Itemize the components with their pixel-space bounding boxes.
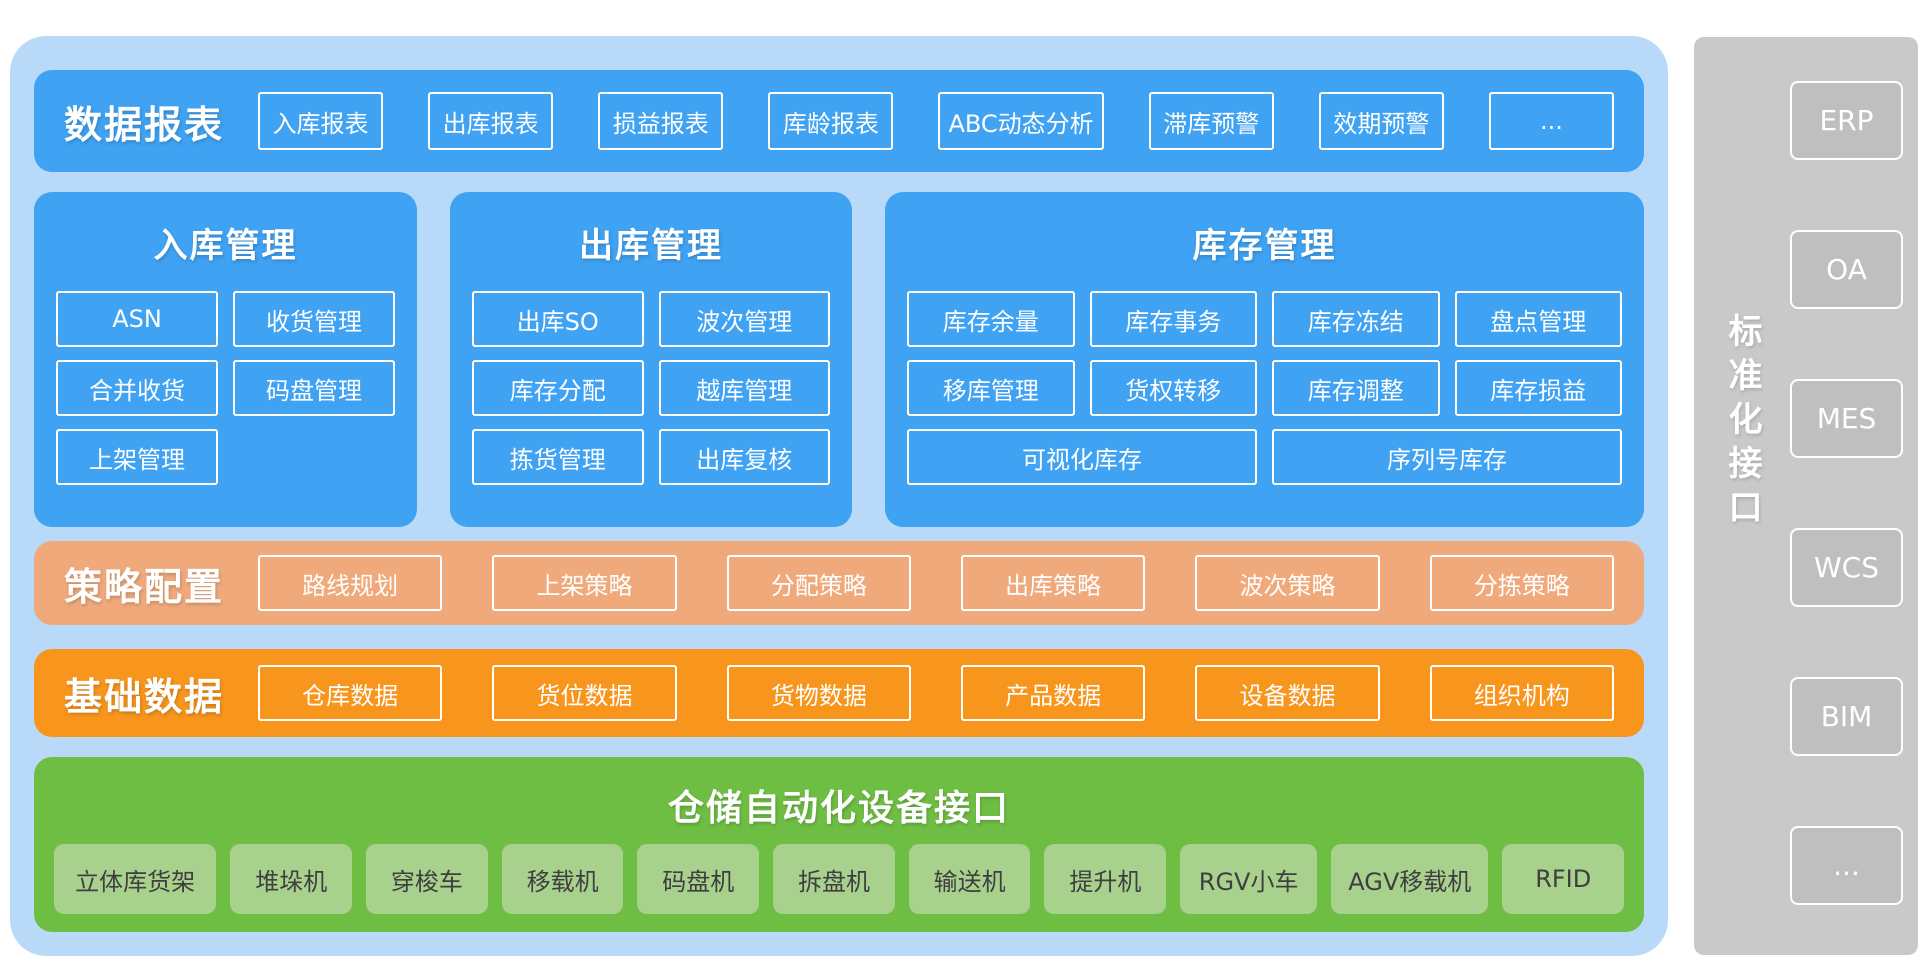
module-box-profit-loss-report: 损益报表 xyxy=(598,92,724,150)
management-panels-row: 入库管理 ASN 收货管理 合并收货 码盘管理 上架管理 出库管理 出库SO 波… xyxy=(34,192,1644,527)
module-box-outbound-so: 出库SO xyxy=(472,291,644,347)
device-box-palletizer: 码盘机 xyxy=(637,844,760,914)
module-box-stock-transaction: 库存事务 xyxy=(1089,291,1257,347)
inbound-panel: 入库管理 ASN 收货管理 合并收货 码盘管理 上架管理 xyxy=(34,192,417,527)
module-box-inbound-report: 入库报表 xyxy=(258,92,384,150)
device-box-stacker-crane: 堆垛机 xyxy=(230,844,353,914)
module-box-stock-profit-loss: 库存损益 xyxy=(1454,360,1622,416)
module-box-picking-mgmt: 拣货管理 xyxy=(472,429,644,485)
outbound-panel-grid: 出库SO 波次管理 库存分配 越库管理 拣货管理 出库复核 xyxy=(472,291,830,485)
interface-box-wcs: WCS xyxy=(1790,528,1903,607)
module-box-stock-freeze: 库存冻结 xyxy=(1272,291,1440,347)
standard-interface-sidebar: 标准化接口 ERP OA MES WCS BIM ... xyxy=(1694,37,1918,955)
module-box-wave-strategy: 波次策略 xyxy=(1195,555,1380,611)
interface-box-more: ... xyxy=(1790,826,1903,905)
module-box-allocation-strategy: 分配策略 xyxy=(726,555,911,611)
module-box-route-planning: 路线规划 xyxy=(258,555,443,611)
device-box-transfer-machine: 移载机 xyxy=(501,844,624,914)
module-box-serial-inventory: 序列号库存 xyxy=(1272,429,1622,485)
module-box-outbound-check: 出库复核 xyxy=(658,429,830,485)
standard-interface-title: 标准化接口 xyxy=(1722,313,1762,533)
module-box-outbound-report: 出库报表 xyxy=(428,92,554,150)
module-box-goods-data: 货物数据 xyxy=(726,665,911,721)
base-data-bar: 基础数据 仓库数据 货位数据 货物数据 产品数据 设备数据 组织机构 xyxy=(34,649,1644,737)
inventory-panel: 库存管理 库存余量 库存事务 库存冻结 盘点管理 移库管理 货权转移 库存调整 … xyxy=(885,192,1644,527)
inventory-panel-grid: 库存余量 库存事务 库存冻结 盘点管理 移库管理 货权转移 库存调整 库存损益 … xyxy=(907,291,1622,485)
module-box-location-data: 货位数据 xyxy=(492,665,677,721)
standard-interface-items: ERP OA MES WCS BIM ... xyxy=(1790,81,1903,905)
device-box-conveyor: 输送机 xyxy=(908,844,1031,914)
automation-interface-title: 仓储自动化设备接口 xyxy=(667,788,1010,829)
automation-device-row: 立体库货架 堆垛机 穿梭车 移载机 码盘机 拆盘机 输送机 提升机 RGV小车 … xyxy=(54,844,1625,914)
device-box-shuttle-car: 穿梭车 xyxy=(366,844,488,914)
module-box-abc-analysis: ABC动态分析 xyxy=(938,92,1104,150)
data-report-title: 数据报表 xyxy=(64,102,225,147)
device-box-hoist: 提升机 xyxy=(1044,844,1167,914)
module-box-product-data: 产品数据 xyxy=(961,665,1146,721)
inbound-panel-grid: ASN 收货管理 合并收货 码盘管理 上架管理 xyxy=(56,291,395,485)
outbound-panel: 出库管理 出库SO 波次管理 库存分配 越库管理 拣货管理 出库复核 xyxy=(450,192,852,527)
module-box-cycle-count: 盘点管理 xyxy=(1454,291,1622,347)
device-box-asrs-rack: 立体库货架 xyxy=(54,844,217,914)
device-box-rgv-cart: RGV小车 xyxy=(1180,844,1318,914)
device-box-rfid: RFID xyxy=(1502,844,1625,914)
base-data-title: 基础数据 xyxy=(64,674,225,719)
outbound-panel-title: 出库管理 xyxy=(579,226,723,266)
module-box-wave-mgmt: 波次管理 xyxy=(658,291,830,347)
module-box-cross-docking: 越库管理 xyxy=(658,360,830,416)
module-box-organization: 组织机构 xyxy=(1429,665,1614,721)
interface-box-mes: MES xyxy=(1790,379,1903,458)
interface-box-erp: ERP xyxy=(1790,81,1903,160)
strategy-config-bar: 策略配置 路线规划 上架策略 分配策略 出库策略 波次策略 分拣策略 xyxy=(34,541,1644,625)
module-box-ownership-transfer: 货权转移 xyxy=(1089,360,1257,416)
module-box-receiving: 收货管理 xyxy=(233,291,395,347)
module-box-report-more: ... xyxy=(1488,92,1614,150)
wms-diagram-container: 数据报表 入库报表 出库报表 损益报表 库龄报表 ABC动态分析 滞库预警 效期… xyxy=(10,36,1668,956)
device-box-depalletizer: 拆盘机 xyxy=(773,844,895,914)
module-box-stagnant-warning: 滞库预警 xyxy=(1148,92,1274,150)
module-box-stock-adjust: 库存调整 xyxy=(1272,360,1440,416)
module-box-putaway-mgmt: 上架管理 xyxy=(56,429,218,485)
data-report-items: 入库报表 出库报表 损益报表 库龄报表 ABC动态分析 滞库预警 效期预警 ..… xyxy=(258,92,1614,150)
module-box-visual-inventory: 可视化库存 xyxy=(907,429,1257,485)
module-box-sorting-strategy: 分拣策略 xyxy=(1429,555,1614,611)
device-box-agv-transfer: AGV移载机 xyxy=(1331,844,1489,914)
interface-box-bim: BIM xyxy=(1790,677,1903,756)
module-box-palletizing-mgmt: 码盘管理 xyxy=(233,360,395,416)
module-box-expiry-warning: 效期预警 xyxy=(1318,92,1444,150)
module-box-stock-allocation: 库存分配 xyxy=(472,360,644,416)
data-report-bar: 数据报表 入库报表 出库报表 损益报表 库龄报表 ABC动态分析 滞库预警 效期… xyxy=(34,70,1644,172)
module-box-merge-receiving: 合并收货 xyxy=(56,360,218,416)
base-data-items: 仓库数据 货位数据 货物数据 产品数据 设备数据 组织机构 xyxy=(258,665,1614,721)
module-box-stock-move: 移库管理 xyxy=(907,360,1075,416)
inventory-panel-title: 库存管理 xyxy=(1192,226,1337,266)
module-box-stock-age-report: 库龄报表 xyxy=(768,92,894,150)
strategy-config-items: 路线规划 上架策略 分配策略 出库策略 波次策略 分拣策略 xyxy=(258,555,1614,611)
automation-interface-section: 仓储自动化设备接口 立体库货架 堆垛机 穿梭车 移载机 码盘机 拆盘机 输送机 … xyxy=(34,757,1644,932)
interface-box-oa: OA xyxy=(1790,230,1903,309)
strategy-config-title: 策略配置 xyxy=(64,564,225,609)
module-box-equipment-data: 设备数据 xyxy=(1195,665,1380,721)
module-box-outbound-strategy: 出库策略 xyxy=(961,555,1146,611)
module-box-warehouse-data: 仓库数据 xyxy=(258,665,443,721)
inbound-panel-title: 入库管理 xyxy=(153,226,298,266)
module-box-asn: ASN xyxy=(56,291,218,347)
module-box-stock-balance: 库存余量 xyxy=(907,291,1075,347)
module-box-putaway-strategy: 上架策略 xyxy=(492,555,677,611)
